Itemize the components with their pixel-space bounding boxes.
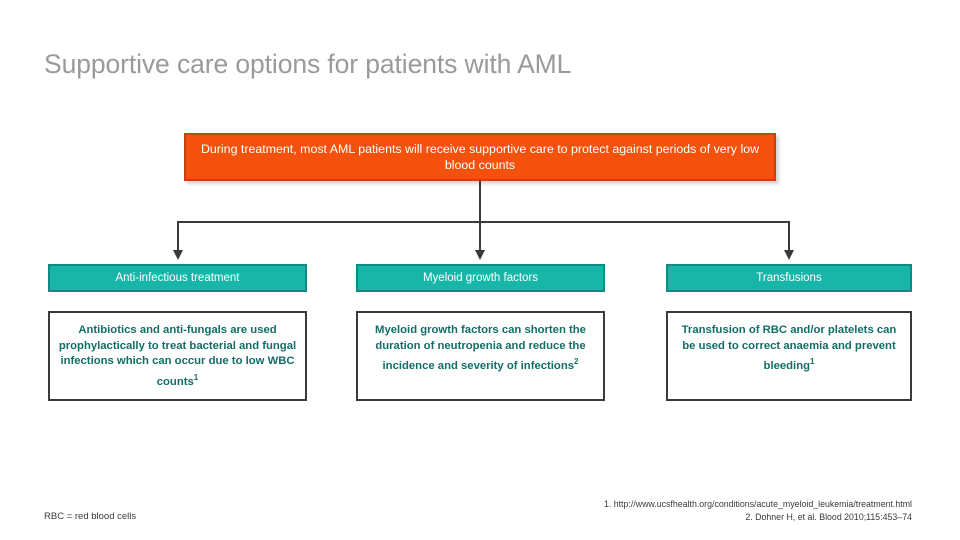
column-header-label-1: Anti-infectious treatment <box>115 272 240 284</box>
connector-branch-3 <box>788 221 790 251</box>
column-transfusions: Transfusions Transfusion of RBC and/or p… <box>666 264 912 401</box>
column-header-box-3: Transfusions <box>666 264 912 292</box>
column-body-text-2: Myeloid growth factors can shorten the d… <box>366 323 595 393</box>
column-body-copy-1: Antibiotics and anti-fungals are used pr… <box>58 324 297 388</box>
column-body-box-3: Transfusion of RBC and/or platelets can … <box>666 311 912 401</box>
column-header-label-3: Transfusions <box>756 272 822 284</box>
column-myeloid-growth-factors: Myeloid growth factors Myeloid growth fa… <box>356 264 605 401</box>
connector-horizontal-bar <box>177 221 790 223</box>
connector-branch-1 <box>177 221 179 251</box>
reference-item-1: 1. http://www.ucsfhealth.org/conditions/… <box>603 499 912 509</box>
column-body-text-3: Transfusion of RBC and/or platelets can … <box>676 323 902 393</box>
banner-box: During treatment, most AML patients will… <box>184 133 776 181</box>
column-header-box-2: Myeloid growth factors <box>356 264 605 292</box>
arrow-head-icon-2 <box>474 250 485 260</box>
connector-branch-2 <box>479 221 481 251</box>
arrow-head-icon-1 <box>172 250 183 260</box>
connector-vertical-trunk <box>479 181 481 223</box>
arrow-head-icon-3 <box>783 250 794 260</box>
column-anti-infectious-treatment: Anti-infectious treatment Antibiotics an… <box>48 264 307 401</box>
column-body-superscript-3: 1 <box>810 357 815 367</box>
column-header-label-2: Myeloid growth factors <box>422 272 539 284</box>
column-body-text-1: Antibiotics and anti-fungals are used pr… <box>58 323 297 393</box>
reference-list: 1. http://www.ucsfhealth.org/conditions/… <box>392 498 912 523</box>
banner-text: During treatment, most AML patients will… <box>200 141 760 173</box>
column-header-box-1: Anti-infectious treatment <box>48 264 307 292</box>
reference-item-2: 2. Dohner H, et al. Blood 2010;115:453–7… <box>745 511 912 522</box>
column-body-superscript-1: 1 <box>193 372 199 382</box>
column-body-copy-3: Transfusion of RBC and/or platelets can … <box>681 324 897 372</box>
column-body-box-1: Antibiotics and anti-fungals are used pr… <box>48 311 307 401</box>
page-title: Supportive care options for patients wit… <box>44 49 572 79</box>
column-body-superscript-2: 2 <box>574 357 579 367</box>
column-body-copy-2: Myeloid growth factors can shorten the d… <box>375 324 586 372</box>
abbreviation-note: RBC = red blood cells <box>44 511 137 522</box>
column-body-box-2: Myeloid growth factors can shorten the d… <box>356 311 605 401</box>
